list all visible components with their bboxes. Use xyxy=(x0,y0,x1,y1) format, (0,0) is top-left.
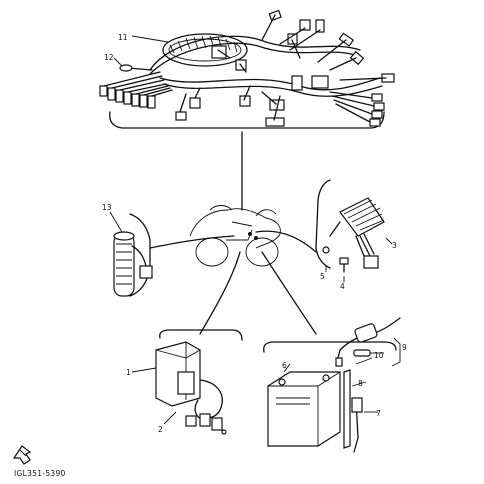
part-label-1: 1 xyxy=(126,368,131,377)
callout-lines xyxy=(149,131,317,335)
part-label-2: 2 xyxy=(158,425,163,434)
part-label-4: 4 xyxy=(340,282,345,291)
part-label-3: 3 xyxy=(392,241,397,250)
ignitor-assembly xyxy=(131,329,243,435)
wire-harness xyxy=(99,9,395,129)
part-label-10: 10 xyxy=(374,351,384,360)
figure-code: IGL351-5390 xyxy=(14,469,66,478)
part-label-6: 6 xyxy=(282,361,287,370)
part-label-11: 11 xyxy=(118,33,128,42)
part-label-7: 7 xyxy=(376,409,381,418)
part-label-13: 13 xyxy=(102,203,112,212)
front-arrow-icon xyxy=(12,445,32,465)
part-label-12: 12 xyxy=(104,53,114,62)
motorcycle-outline xyxy=(189,205,281,267)
part-label-8: 8 xyxy=(358,379,363,388)
part-13-assembly xyxy=(109,211,153,297)
part-label-5: 5 xyxy=(320,272,325,281)
battery-assembly xyxy=(263,317,401,453)
regulator-assembly xyxy=(315,179,393,282)
part-label-9: 9 xyxy=(402,343,407,352)
